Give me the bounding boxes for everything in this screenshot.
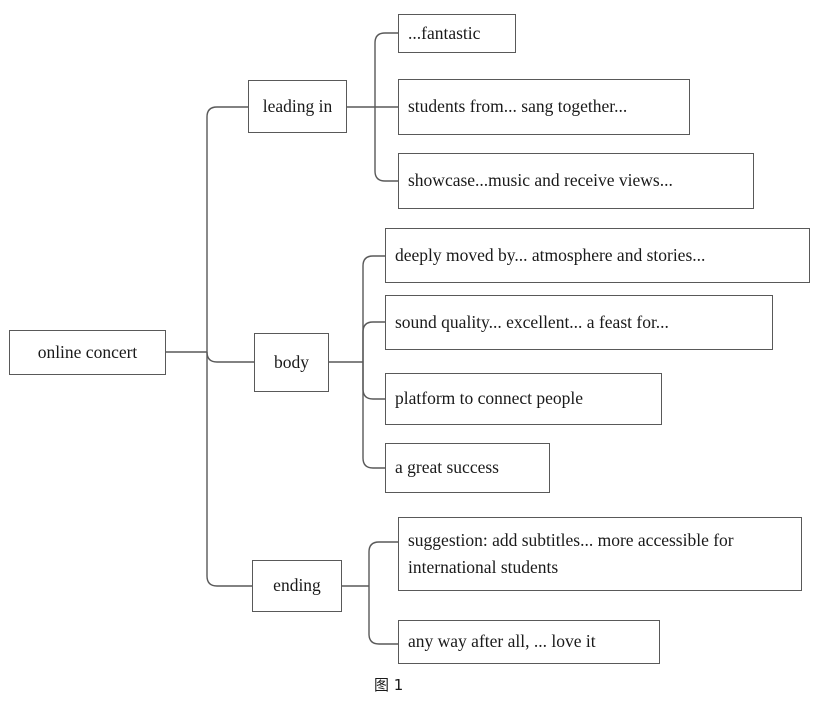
node-ending-child-1-label: suggestion: add subtitles... more access… — [408, 529, 738, 577]
node-ending-label: ending — [273, 575, 321, 596]
node-body-child-4[interactable]: a great success — [385, 443, 550, 493]
node-body-label: body — [274, 351, 309, 372]
node-leading-in-child-3[interactable]: showcase...music and receive views... — [398, 153, 754, 209]
node-leading-in-child-2[interactable]: students from... sang together... — [398, 79, 690, 135]
node-leading-in-child-2-label: students from... sang together... — [408, 96, 628, 117]
figure-caption: 图 1 — [374, 676, 404, 694]
node-ending-child-1[interactable]: suggestion: add subtitles... more access… — [398, 517, 802, 591]
node-ending[interactable]: ending — [252, 560, 342, 612]
node-leading-in-child-3-label: showcase...music and receive views... — [408, 170, 673, 191]
node-body-child-3[interactable]: platform to connect people — [385, 373, 662, 425]
node-body-child-1-label: deeply moved by... atmosphere and storie… — [395, 244, 706, 265]
node-leading-in-child-1[interactable]: ...fantastic — [398, 14, 516, 53]
node-leading-in-label: leading in — [262, 95, 333, 116]
node-ending-child-2[interactable]: any way after all, ... love it — [398, 620, 660, 664]
node-ending-child-2-label: any way after all, ... love it — [408, 631, 596, 652]
edge-body-child-2 — [362, 321, 385, 362]
edge-leading-in-child-1 — [374, 32, 398, 107]
edge-body-child-3 — [362, 362, 385, 400]
edge-trunk-ending — [206, 352, 252, 587]
node-leading-in[interactable]: leading in — [248, 80, 347, 133]
node-body-child-3-label: platform to connect people — [395, 388, 584, 409]
node-body[interactable]: body — [254, 333, 329, 392]
node-leading-in-child-1-label: ...fantastic — [408, 22, 481, 43]
node-online-concert-label: online concert — [37, 341, 138, 362]
edge-body-child-4 — [362, 362, 385, 469]
edge-ending-child-2 — [368, 586, 398, 645]
edge-trunk-leading-in — [206, 106, 248, 352]
node-body-child-2[interactable]: sound quality... excellent... a feast fo… — [385, 295, 773, 350]
edge-ending-child-1 — [368, 541, 398, 586]
edge-body-child-1 — [362, 255, 385, 362]
node-body-child-1[interactable]: deeply moved by... atmosphere and storie… — [385, 228, 810, 283]
node-online-concert[interactable]: online concert — [9, 330, 166, 375]
edge-trunk-body — [206, 351, 254, 363]
edge-leading-in-child-3 — [374, 107, 398, 182]
node-body-child-2-label: sound quality... excellent... a feast fo… — [395, 311, 669, 332]
node-body-child-4-label: a great success — [395, 457, 499, 478]
